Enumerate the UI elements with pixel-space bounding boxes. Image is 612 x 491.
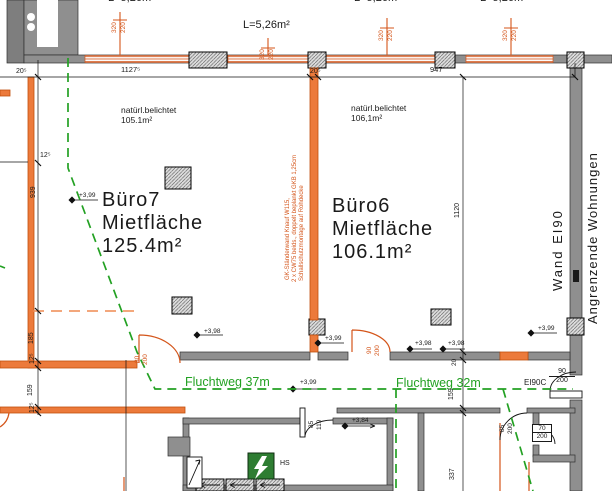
orange-walls [0,67,529,414]
door-size-width: 85 [308,420,315,428]
door-size-width: 80 [134,355,141,363]
window-leader-lines [113,12,518,55]
dim-label: 20 [451,358,458,366]
window-size-height: 220 [511,30,518,41]
escape-route-a-label: Fluchtweg 37m [185,375,270,389]
window-size-width: 320 [111,22,118,33]
daylight-note-buero6: natürl.belichtet [351,103,407,113]
daylight-note-buero7: natürl.belichtet [121,105,177,115]
window-size-width: 320 [259,49,266,60]
room-buero7-type: Mietfläche [102,212,204,234]
partition-note-line2: 2 x CW75 beids., doppelt beplankt GKB 1,… [292,154,298,282]
door-size-height: 200 [507,423,514,434]
door-size-width: 85 [499,424,506,432]
adjacent-apartments-label: Angrenzende Wohnungen [585,152,600,324]
level-marker: +3,99 [300,379,317,386]
level-marker: +3,98 [415,340,432,347]
level-marker: +3,99 [79,192,96,199]
partition-note-line3: Schallschutzmontage auf Rohdecke [299,185,305,281]
dim-label: 939 [30,186,37,198]
door-size-width: 70 [533,425,551,434]
level-marker: +3,98 [204,328,221,335]
room-buero6-type: Mietfläche [332,218,434,240]
level-marker: +3,84 [352,417,369,424]
dim-label: 947 [430,65,443,74]
daylight-area-buero7: 105.1m² [121,115,153,125]
window-area-label-cut: L=5,26m² [480,0,527,4]
door-size-height: 200 [374,345,381,356]
dimension-ticks [34,73,579,417]
dim-label: 20⁵ [310,68,321,75]
window-size-height: 220 [387,30,394,41]
dim-label: 185 [28,332,35,344]
shaft-cutout [27,0,579,282]
dimension-lines [0,60,576,491]
window-size-height: 220 [120,22,127,33]
door-size-height: 119 [316,419,323,430]
level-marker: +3,98 [448,340,465,347]
window-area-label-cut: L=5,26m² [108,0,155,4]
wall-ei90-label: Wand EI90 [550,209,565,291]
room-buero7-area: 125.4m² [102,235,183,257]
window-area-label: L=5,26m² [243,19,290,31]
door-size-height: 200 [142,354,149,365]
hs-equipment-label: HS [280,460,290,467]
dim-label: 1127⁵ [121,65,141,74]
dim-label: 1120 [454,202,461,218]
fire-door-label: EI90C [524,378,547,387]
window-area-label-cut: L=5,26m² [354,0,401,4]
room-buero6-name: Büro6 [332,195,391,217]
door-size-height: 200 [536,433,548,441]
escape-route-paths [0,58,573,491]
door-size-width: 90 [549,368,575,378]
dim-label: 337 [449,468,456,480]
escape-route-b-label: Fluchtweg 32m [396,376,481,390]
window-size-width: 320 [378,30,385,41]
dim-label: 12⁵ [29,402,36,413]
door-size-height: 200 [556,377,568,385]
dim-label: 20⁵ [16,68,27,75]
hatched-columns [164,51,585,491]
daylight-area-buero6: 106,1m² [351,113,383,123]
dim-label: 12⁵ [40,152,51,159]
window-size-width: 320 [502,30,509,41]
partition-note-line1: GK-Ständerwand Knauf W115, [285,198,291,280]
dim-label: 159 [27,384,34,396]
hs-equipment-box [247,452,275,480]
vent-arrows [186,456,280,489]
level-marker: +3,99 [325,335,342,342]
dim-label: 159 [448,388,455,400]
door-size-width: 90 [366,346,373,354]
dim-label: 12⁵ [29,353,36,364]
room-buero6-area: 106.1m² [332,241,413,263]
level-marker: +3,99 [538,325,555,332]
window-size-height: 220 [268,49,275,60]
room-buero7-name: Büro7 [102,189,161,211]
